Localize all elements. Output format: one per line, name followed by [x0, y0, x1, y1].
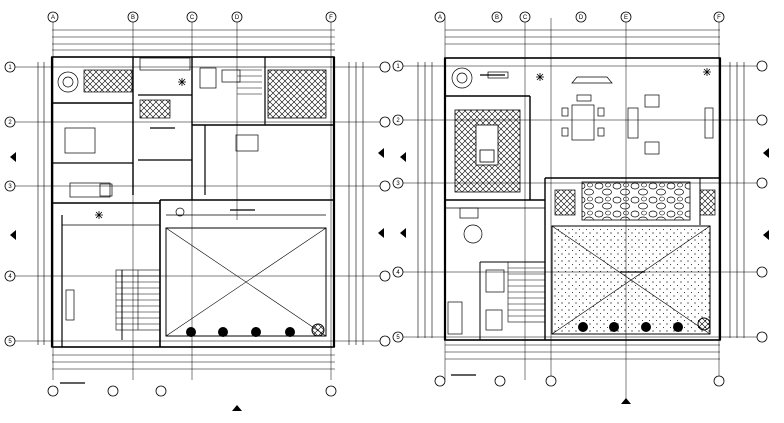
right-furniture	[447, 67, 716, 335]
axis-labels: A B C D F 1 2 3 4 5 A B C D E F 1 2 3 4 …	[8, 15, 721, 345]
right-top-dimension-lines	[445, 29, 720, 45]
right-top-axis-label: B	[495, 15, 499, 21]
left-top-axis-label: C	[190, 15, 195, 21]
right-side-axis-label: 3	[396, 181, 400, 187]
right-top-axis-label: F	[717, 15, 721, 21]
left-side-axis-label: 3	[8, 184, 12, 190]
left-garage	[165, 214, 327, 337]
left-floor-plan	[4, 11, 391, 411]
left-side-axis-label: 2	[8, 120, 12, 126]
right-section-markers	[400, 148, 769, 404]
left-top-axis-label: B	[131, 15, 135, 21]
right-plants	[578, 317, 711, 332]
left-plants	[186, 323, 325, 337]
right-top-axis-label: E	[624, 15, 628, 21]
left-hatched-bath	[267, 69, 327, 119]
right-side-dimension-lines	[417, 62, 745, 338]
right-side-axis-label: 2	[396, 118, 400, 124]
right-plant-symbols	[536, 68, 711, 81]
left-small-text-blocks	[60, 127, 255, 384]
right-garage	[551, 225, 711, 335]
left-axis-bubbles	[4, 11, 391, 397]
right-side-axis-label: 4	[396, 270, 400, 276]
right-kitchen-island	[475, 124, 499, 166]
left-section-markers	[10, 148, 384, 411]
right-small-text-blocks	[451, 74, 645, 376]
right-floor-plan	[392, 11, 769, 404]
left-top-axis-label: D	[235, 15, 240, 21]
left-side-axis-label: 4	[8, 274, 12, 280]
right-axis-bubbles	[392, 11, 768, 387]
right-top-axis-label: C	[523, 15, 528, 21]
right-stone-patio	[581, 181, 691, 221]
left-stair	[115, 69, 262, 331]
left-top-axis-label: F	[329, 15, 333, 21]
left-top-axis-label: A	[51, 15, 55, 21]
left-side-axis-label: 1	[8, 65, 12, 71]
right-stair	[507, 261, 546, 323]
left-plant-symbols	[95, 78, 186, 219]
right-top-axis-label: D	[579, 15, 584, 21]
right-side-axis-label: 1	[396, 64, 400, 70]
right-side-axis-label: 5	[396, 335, 400, 341]
left-side-axis-label: 5	[8, 339, 12, 345]
left-side-dimension-lines	[37, 62, 364, 345]
left-furniture	[57, 57, 259, 321]
right-top-axis-label: A	[438, 15, 442, 21]
right-bottom-dimension-lines	[445, 344, 720, 360]
left-bottom-dimension-lines	[52, 354, 335, 370]
left-top-dimension-lines	[52, 29, 335, 51]
